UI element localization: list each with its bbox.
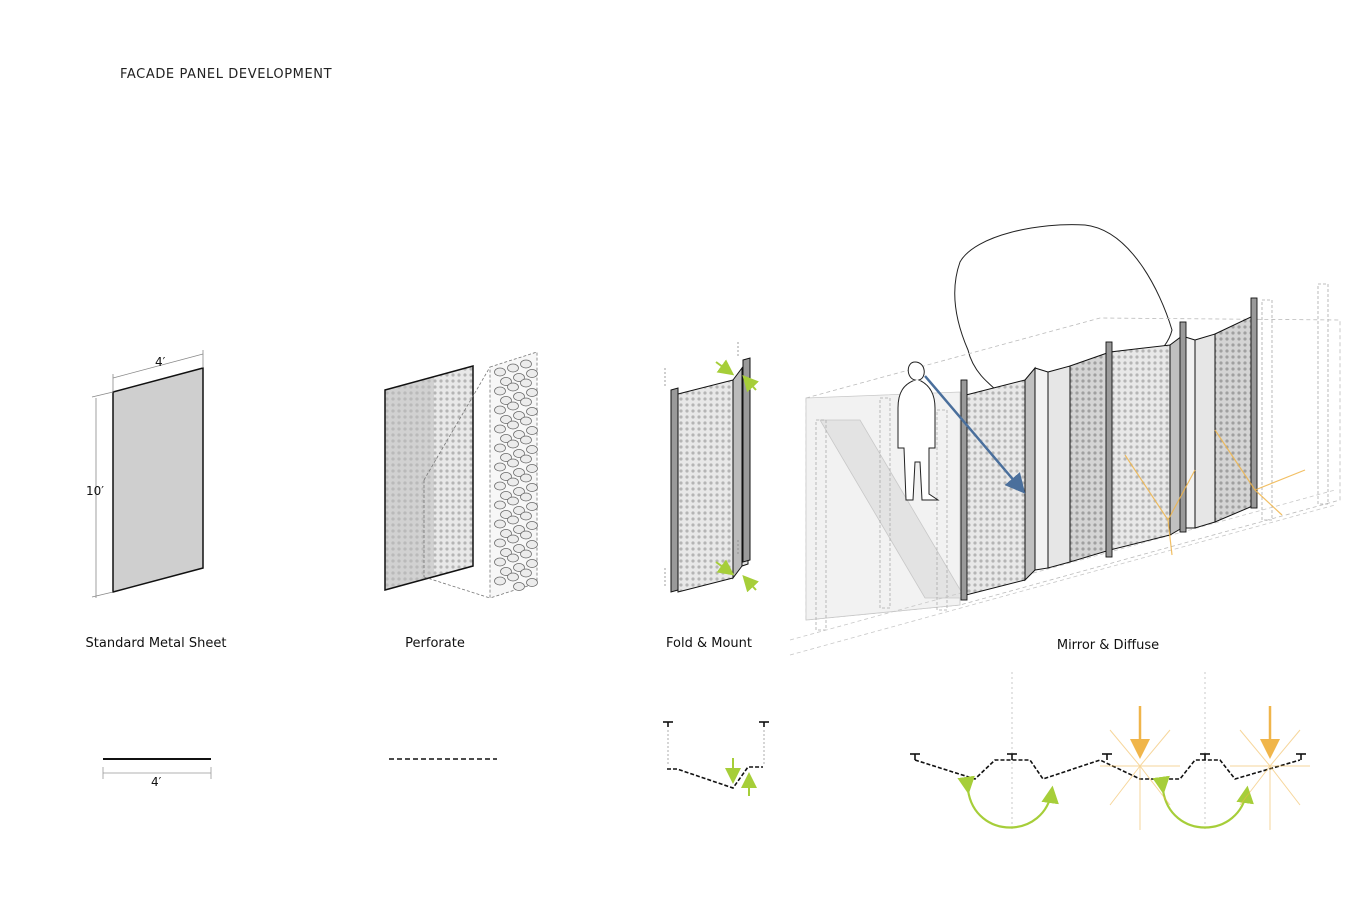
perforation-hole <box>494 538 506 548</box>
perforation-hole <box>494 576 506 586</box>
perforation-hole <box>494 500 506 510</box>
perforation-hole <box>526 407 538 416</box>
perforation-hole <box>500 396 512 405</box>
perforation-hole <box>520 359 532 369</box>
mirror-diffuse-illustration <box>789 224 1341 656</box>
perforation-hole <box>526 559 538 568</box>
fold-mount-illustration <box>664 342 760 593</box>
perforation-hole <box>520 397 532 407</box>
perforation-hole <box>513 468 525 477</box>
perforation-hole <box>500 377 512 386</box>
perforation-hole <box>494 367 506 377</box>
perforation-hole <box>507 534 519 544</box>
step-label-perforate: Perforate <box>405 636 465 651</box>
perforation-hole <box>513 487 525 496</box>
perforation-hole <box>526 502 538 511</box>
dimension-height: 10′ <box>86 484 104 498</box>
section-dimension-width: 4′ <box>151 775 162 789</box>
step-label-mirror-diffuse: Mirror & Diffuse <box>1056 638 1160 653</box>
dimension-width: 4′ <box>155 355 166 369</box>
perforation-hole <box>526 540 538 549</box>
perforation-hole <box>520 492 532 502</box>
perforation-hole <box>500 548 512 557</box>
perforation-hole <box>520 511 532 521</box>
perforation-hole <box>513 506 525 515</box>
perforation-hole <box>507 401 519 411</box>
perforation-hole <box>500 529 512 538</box>
perforation-hole <box>526 464 538 473</box>
perforation-hole <box>500 472 512 481</box>
perforation-hole <box>507 382 519 392</box>
perforation-hole <box>500 453 512 462</box>
page-title: FACADE PANEL DEVELOPMENT <box>120 67 333 82</box>
perforation-hole <box>520 473 532 483</box>
perforation-hole <box>513 449 525 458</box>
perforation-hole <box>513 411 525 420</box>
perforation-hole <box>507 496 519 506</box>
perforation-hole <box>513 430 525 439</box>
perforation-hole <box>513 373 525 382</box>
perforation-hole <box>526 483 538 492</box>
perforation-hole <box>520 549 532 559</box>
perforation-hole <box>513 563 525 572</box>
perforation-hole <box>494 481 506 491</box>
perforation-hole <box>494 386 506 396</box>
perforation-hole <box>507 439 519 449</box>
perforation-hole <box>500 491 512 500</box>
person-silhouette <box>897 361 940 501</box>
perforation-hole <box>494 557 506 567</box>
perforation-hole <box>507 572 519 582</box>
step-label-standard-metal-sheet: Standard Metal Sheet <box>85 636 227 651</box>
perforation-hole <box>520 435 532 445</box>
perforation-hole <box>507 477 519 487</box>
perforation-hole <box>507 458 519 468</box>
perforation-hole <box>494 424 506 434</box>
perforate-illustration <box>384 351 538 599</box>
perforation-hole <box>520 454 532 464</box>
perforation-hole <box>494 519 506 529</box>
perforation-hole <box>520 568 532 578</box>
perforation-hole <box>526 369 538 378</box>
perforation-hole <box>507 553 519 563</box>
perforation-hole <box>507 363 519 373</box>
perforation-hole <box>520 416 532 426</box>
perforation-hole <box>513 582 525 591</box>
perforation-hole <box>500 510 512 519</box>
perforation-hole <box>526 426 538 435</box>
section-standard: 4′ <box>102 758 212 789</box>
perforation-hole <box>520 530 532 540</box>
step-label-fold-mount: Fold & Mount <box>666 636 752 651</box>
perforation-hole <box>526 578 538 587</box>
section-fold-mount <box>663 721 769 796</box>
standard-sheet-illustration: 4′ 10′ <box>86 350 204 598</box>
perforated-sheet <box>384 365 474 591</box>
perforation-hole <box>507 515 519 525</box>
perforation-hole <box>494 443 506 453</box>
perforation-hole <box>526 445 538 454</box>
perforation-hole <box>520 378 532 388</box>
metal-sheet <box>112 367 204 593</box>
perforation-hole <box>507 420 519 430</box>
section-mirror-diffuse <box>910 672 1310 830</box>
perforation-hole <box>494 405 506 415</box>
perforation-hole <box>513 525 525 534</box>
perforation-hole <box>494 462 506 472</box>
perforation-hole <box>526 521 538 530</box>
perforation-hole <box>500 567 512 576</box>
perforation-hole <box>513 544 525 553</box>
perforation-hole <box>513 392 525 401</box>
perforation-hole <box>500 415 512 424</box>
perforation-hole <box>500 434 512 443</box>
perforation-hole <box>526 388 538 397</box>
